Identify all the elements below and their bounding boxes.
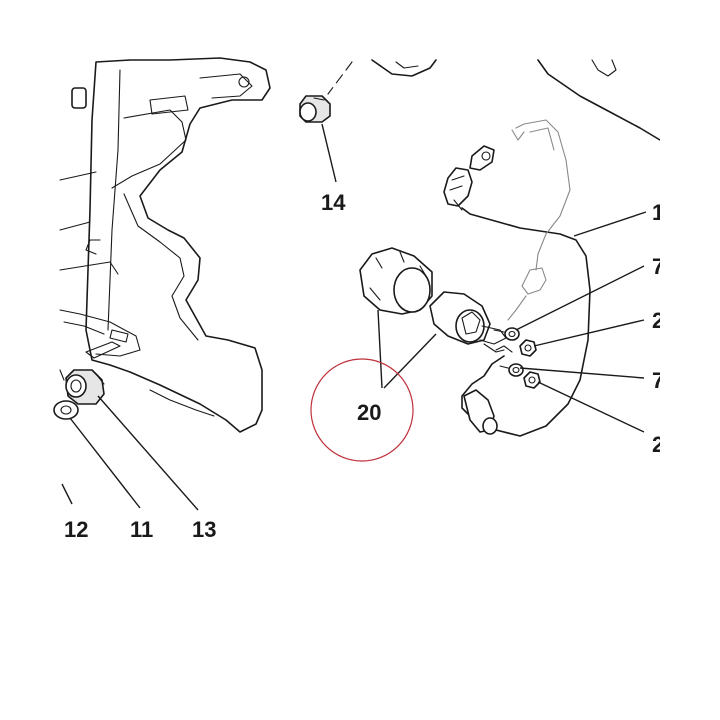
leader-20b [383,333,437,389]
part-7-washer-lower [508,363,524,377]
leader-7a [515,265,645,331]
highlight-circle [310,358,414,462]
callout-11: 11 [130,517,153,542]
lower-connector [461,345,513,435]
stud-lower [499,365,509,369]
part-20-sensor-boot [359,247,433,315]
leader-1 [573,211,647,237]
part-2-nut-lower [523,371,541,389]
leader-13 [97,395,199,511]
leader-11 [69,417,141,509]
callout-14: 14 [321,190,346,215]
part-12-washer [53,400,79,420]
wiring-harness [443,119,591,437]
callout-20: 20 [357,400,381,425]
leader-7b [519,367,645,379]
upper-bracket-fragment [371,59,437,77]
leader-12 [61,483,73,505]
callout-12: 12 [64,517,88,542]
part-20-sensor-body [429,291,507,353]
callout-13: 13 [192,517,216,542]
right-edge-mask [660,0,720,720]
leader-14 [321,123,337,183]
leader-2b [537,381,645,433]
part-2-nut-upper [519,339,537,357]
part-14-plug [299,61,353,123]
housing-frame [59,57,271,433]
leader-2a [533,319,645,347]
part-13-grommet [65,369,105,405]
part-7-washer-upper [504,327,520,341]
bolt-shaft [85,341,121,359]
leader-20a [377,309,383,389]
stud-upper [493,329,505,333]
right-housing-fragment [537,59,661,141]
